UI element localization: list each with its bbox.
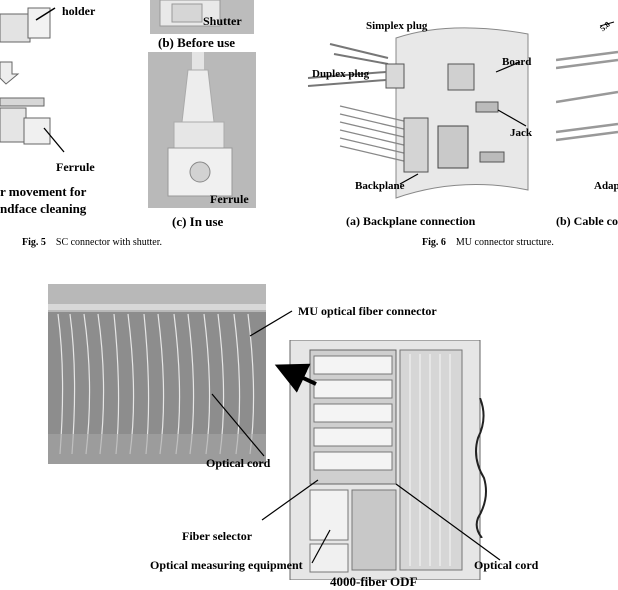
jack-label: Jack — [510, 127, 532, 139]
shutter-label: Shutter — [203, 14, 242, 29]
fig5-number: Fig. 5 — [22, 237, 46, 248]
mu-connector-label: MU optical fiber connector — [298, 304, 437, 319]
fig6-caption-text: MU connector structure. — [456, 237, 554, 248]
connector-photo — [48, 284, 266, 464]
odf-cabinet-diagram — [280, 340, 490, 580]
backplane-diagram — [300, 14, 560, 204]
board-label: Board — [502, 56, 531, 68]
fig5-caption: Fig. 5 SC connector with shutter. — [22, 237, 162, 248]
backplane-label: Backplane — [355, 180, 405, 192]
cable-connection-diagram — [556, 20, 618, 190]
fig6-number: Fig. 6 — [422, 237, 446, 248]
optical-cord-right-label: Optical cord — [474, 558, 538, 573]
in-use-photo — [148, 52, 256, 208]
subfig-a-caption-line2: ndface cleaning — [0, 201, 86, 217]
fig6-caption: Fig. 6 MU connector structure. — [422, 237, 554, 248]
ferrule-label-left: Ferrule — [56, 160, 95, 175]
subfig-b-cable-caption: (b) Cable co — [556, 214, 618, 229]
subfig-a-backplane-caption: (a) Backplane connection — [346, 214, 475, 229]
fig5-caption-text: SC connector with shutter. — [56, 237, 162, 248]
odf-side-cable-icon — [472, 398, 492, 538]
optical-measuring-label: Optical measuring equipment — [150, 558, 303, 573]
subfig-b-caption: (b) Before use — [158, 35, 235, 51]
ferrule-label-photo: Ferrule — [210, 192, 249, 207]
subfig-a-caption-line1: r movement for — [0, 184, 86, 200]
fiber-selector-label: Fiber selector — [182, 529, 252, 544]
adapter-label: Adap — [594, 180, 618, 192]
simplex-plug-label: Simplex plug — [366, 20, 427, 32]
holder-diagram — [0, 0, 120, 170]
subfig-c-caption: (c) In use — [172, 214, 223, 230]
duplex-plug-label: Duplex plug — [312, 68, 369, 80]
odf-caption: 4000-fiber ODF — [330, 574, 418, 590]
holder-label: holder — [62, 4, 95, 19]
optical-cord-photo-label: Optical cord — [206, 456, 270, 471]
